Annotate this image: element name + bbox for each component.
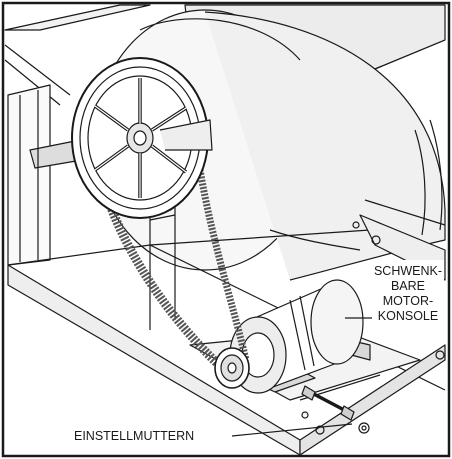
- motor-mount-label-line-4: KONSOLE: [378, 309, 438, 323]
- motor-mount-label-line-1: SCHWENK-: [374, 264, 442, 278]
- adjusting-nuts-label-text: EINSTELLMUTTERN: [74, 429, 194, 443]
- motor-mount-label-line-2: BARE: [391, 279, 425, 293]
- motor-mount-label: SCHWENK- BARE MOTOR- KONSOLE: [372, 260, 444, 326]
- left-frame: [7, 84, 176, 330]
- adjusting-nuts-leader: [231, 423, 353, 437]
- adjusting-nuts-label: EINSTELLMUTTERN: [72, 428, 232, 444]
- motor-mount-label-line-3: MOTOR-: [383, 294, 433, 308]
- adjusting-rod: [301, 385, 370, 434]
- blower-pulley: [71, 57, 213, 219]
- motor-pulley: [214, 347, 250, 389]
